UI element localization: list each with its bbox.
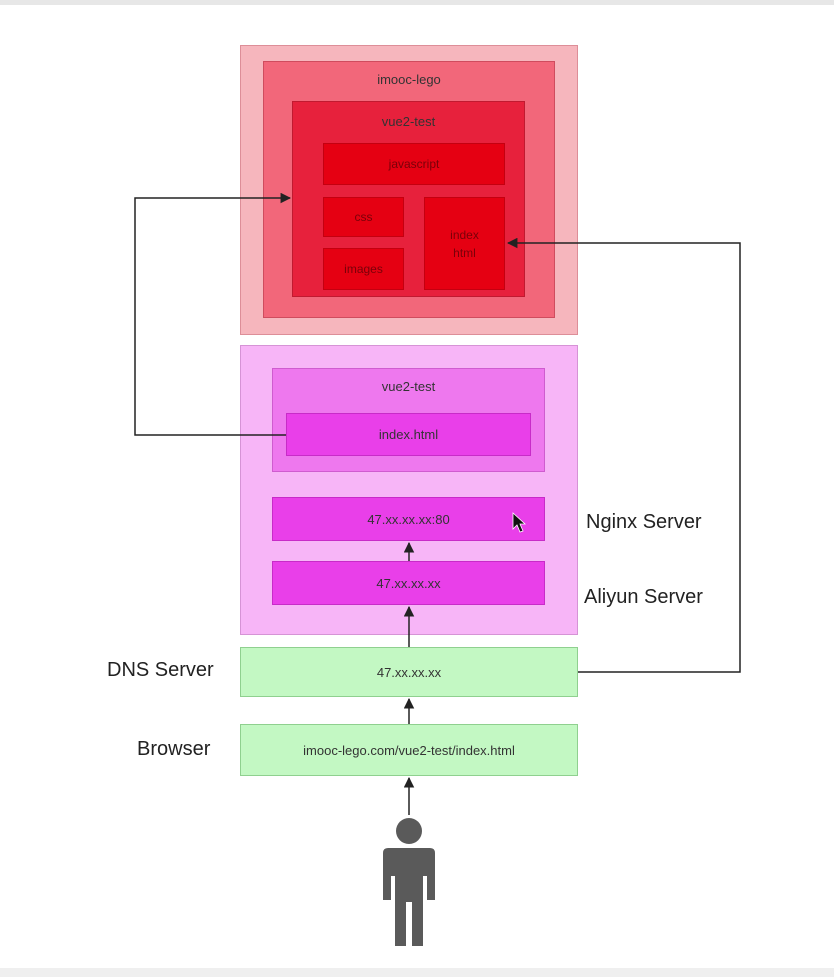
css-label: css bbox=[354, 210, 373, 224]
index-label-line1: index bbox=[450, 227, 479, 242]
dns-server-box: 47.xx.xx.xx bbox=[240, 647, 578, 697]
vue2-test-label-server: vue2-test bbox=[381, 379, 436, 394]
dns-address-label: 47.xx.xx.xx bbox=[376, 664, 442, 680]
aliyun-address-box: 47.xx.xx.xx bbox=[272, 561, 545, 605]
aliyun-server-label: Aliyun Server bbox=[584, 586, 703, 608]
browser-label: Browser bbox=[137, 738, 211, 760]
browser-url-label: imooc-lego.com/vue2-test/index.html bbox=[303, 742, 515, 758]
bottom-edge-bar bbox=[0, 968, 834, 977]
top-edge-bar bbox=[0, 0, 834, 5]
images-label: images bbox=[344, 262, 383, 276]
nginx-address-label: 47.xx.xx.xx:80 bbox=[367, 511, 450, 527]
index-html-box-server: index.html bbox=[286, 413, 531, 456]
images-box: images bbox=[323, 248, 404, 290]
imooc-lego-label: imooc-lego bbox=[377, 72, 441, 87]
dns-server-label: DNS Server bbox=[107, 659, 214, 681]
nginx-server-label: Nginx Server bbox=[586, 511, 702, 533]
vue2-test-label-red: vue2-test bbox=[381, 114, 436, 129]
javascript-box: javascript bbox=[323, 143, 505, 185]
index-html-box-red: index html bbox=[424, 197, 505, 290]
index-label-line2: html bbox=[453, 245, 476, 260]
css-box: css bbox=[323, 197, 404, 237]
nginx-address-box: 47.xx.xx.xx:80 bbox=[272, 497, 545, 541]
aliyun-address-label: 47.xx.xx.xx bbox=[376, 575, 441, 591]
person-icon bbox=[383, 818, 435, 946]
javascript-label: javascript bbox=[388, 157, 440, 171]
browser-box: imooc-lego.com/vue2-test/index.html bbox=[240, 724, 578, 776]
index-html-label: index.html bbox=[378, 427, 439, 442]
